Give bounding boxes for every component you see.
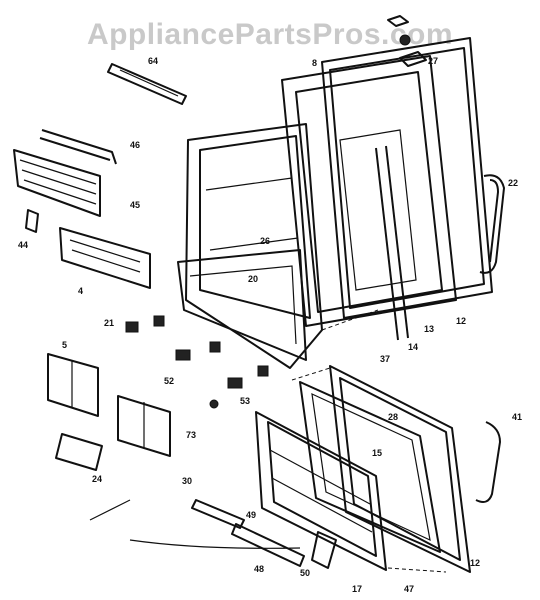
callout-47: 47 bbox=[404, 584, 414, 594]
panel-73 bbox=[117, 395, 171, 457]
callout-45: 45 bbox=[130, 200, 140, 210]
shelf-bar-top bbox=[107, 63, 187, 105]
control-panel-4 bbox=[59, 227, 151, 289]
callout-30: 30 bbox=[182, 476, 192, 486]
callout-26: 26 bbox=[260, 236, 270, 246]
callout-64-top: 64 bbox=[148, 56, 158, 66]
bottom-strips bbox=[191, 499, 337, 569]
callout-24: 24 bbox=[92, 474, 102, 484]
callout-28: 28 bbox=[388, 412, 398, 422]
callout-41: 41 bbox=[512, 412, 522, 422]
callout-5: 5 bbox=[62, 340, 67, 350]
leader-lines bbox=[89, 309, 447, 573]
callout-14: 14 bbox=[408, 342, 418, 352]
tray-24 bbox=[55, 433, 103, 471]
lower-inner-door-panel bbox=[255, 411, 387, 571]
callout-8: 8 bbox=[312, 58, 317, 68]
upper-inner-door-panel bbox=[177, 123, 323, 369]
callout-52: 52 bbox=[164, 376, 174, 386]
callout-17: 17 bbox=[352, 584, 362, 594]
callout-27-top: 27 bbox=[428, 56, 438, 66]
rail-46 bbox=[39, 129, 117, 165]
callout-50: 50 bbox=[300, 568, 310, 578]
callout-48: 48 bbox=[254, 564, 264, 574]
callout-73: 73 bbox=[186, 430, 196, 440]
callout-12-top: 12 bbox=[456, 316, 466, 326]
mechanism-parts bbox=[125, 315, 269, 409]
upper-door-rods bbox=[375, 145, 409, 341]
callout-53: 53 bbox=[240, 396, 250, 406]
callout-4: 4 bbox=[78, 286, 83, 296]
clip-44 bbox=[25, 209, 39, 233]
callout-21: 21 bbox=[104, 318, 114, 328]
callout-22: 22 bbox=[508, 178, 518, 188]
callout-13: 13 bbox=[424, 324, 434, 334]
callout-20: 20 bbox=[248, 274, 258, 284]
upper-door-handle bbox=[479, 174, 505, 274]
lower-door-handle bbox=[475, 421, 501, 503]
panel-5 bbox=[47, 353, 99, 417]
lower-door-liner-frame bbox=[299, 381, 441, 553]
shelf-45 bbox=[13, 149, 101, 217]
callout-46: 46 bbox=[130, 140, 140, 150]
hinge-hardware-top bbox=[387, 15, 427, 67]
callout-44: 44 bbox=[18, 240, 28, 250]
callout-12-bottom: 12 bbox=[470, 558, 480, 568]
lower-door-gasket bbox=[329, 365, 471, 573]
upper-door-liner-frame bbox=[281, 55, 457, 327]
callout-labels: 64 46 45 44 4 21 5 52 53 73 24 30 20 26 … bbox=[18, 56, 522, 594]
callout-37: 37 bbox=[380, 354, 390, 364]
upper-door-gasket bbox=[321, 37, 493, 319]
callout-15: 15 bbox=[372, 448, 382, 458]
callout-49: 49 bbox=[246, 510, 256, 520]
